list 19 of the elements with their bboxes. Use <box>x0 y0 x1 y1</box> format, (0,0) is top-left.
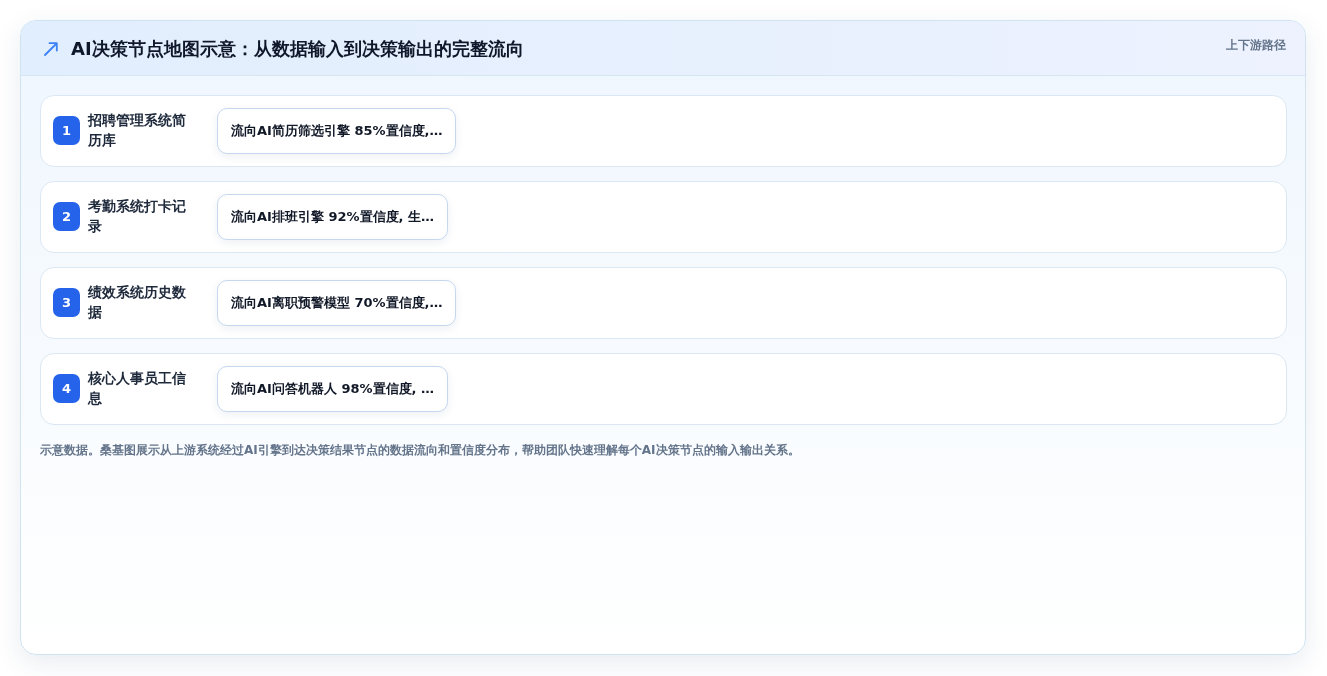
flow-tag: 流向AI排班引擎 92%置信度, 生… <box>217 194 448 240</box>
source-name: 核心人事员工信息 <box>88 369 187 408</box>
source-name: 招聘管理系统简历库 <box>88 111 187 150</box>
number-badge: 2 <box>53 202 80 231</box>
row-card <box>40 181 1287 253</box>
title: AI决策节点地图示意：从数据输入到决策输出的完整流向 <box>71 37 524 61</box>
number-badge: 3 <box>53 288 80 317</box>
header-note: 上下游路径 <box>1226 37 1286 53</box>
flow-tag: 流向AI问答机器人 98%置信度, … <box>217 366 448 412</box>
source-name: 考勤系统打卡记录 <box>88 197 187 236</box>
number-badge: 1 <box>53 116 80 145</box>
number-badge: 4 <box>53 374 80 403</box>
flow-tag: 流向AI简历筛选引擎 85%置信度,… <box>217 108 457 154</box>
caption: 示意数据。桑基图展示从上游系统经过AI引擎到达决策结果节点的数据流向和置信度分布，帮助团队快速理解每个AI决策节点的输入输出关系。 <box>40 442 800 458</box>
source-name: 绩效系统历史数据 <box>88 283 187 322</box>
row-card <box>40 267 1287 339</box>
flow-tag: 流向AI离职预警模型 70%置信度,… <box>217 280 457 326</box>
row-card <box>40 95 1287 167</box>
row-card <box>40 353 1287 425</box>
